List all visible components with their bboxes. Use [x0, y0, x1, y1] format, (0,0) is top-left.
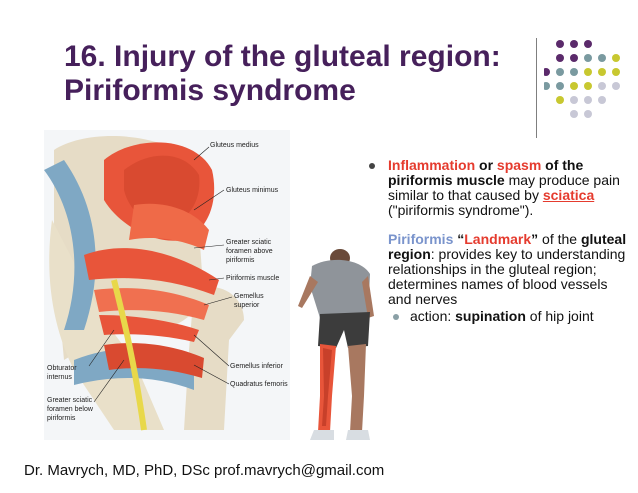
- label-piriformis-muscle: Piriformis muscle: [226, 275, 279, 282]
- sub-bullet-rest: of hip joint: [525, 308, 594, 324]
- label-obturator-1: Obturator: [47, 365, 77, 372]
- sub-bullet-action: action: supination of hip joint: [388, 309, 630, 324]
- content-bullets: Inflammation or spasm of the piriformis …: [368, 158, 630, 324]
- bullet-dot-icon: [369, 163, 375, 169]
- term-piriformis-muscle: the piriformis muscle: [388, 157, 584, 188]
- label-greater-sciatic-below-3: piriformis: [47, 415, 76, 422]
- title-divider: [536, 38, 537, 138]
- word-or: or: [475, 157, 497, 173]
- term-spasm: spasm: [496, 157, 542, 173]
- label-gemellus-superior-1: Gemellus: [234, 293, 264, 300]
- dot-grid-icon: [544, 40, 620, 118]
- label-gluteus-minimus: Gluteus minimus: [226, 187, 279, 194]
- words-of-the: of the: [538, 231, 581, 247]
- label-gluteus-medius: Gluteus medius: [210, 142, 259, 149]
- footer-credit: Dr. Mavrych, MD, PhD, DSc prof.mavrych@g…: [24, 462, 385, 479]
- label-gemellus-superior-2: superior: [234, 302, 260, 309]
- gluteal-anatomy-illustration: Gluteus medius Gluteus minimus Greater s…: [44, 130, 290, 440]
- word-action: action:: [410, 308, 456, 324]
- label-greater-sciatic-above-2: foramen above: [226, 248, 273, 255]
- label-greater-sciatic-below-1: Greater sciatic: [47, 397, 93, 404]
- bullet1-text-b: ("piriformis syndrome").: [388, 202, 534, 218]
- label-greater-sciatic-below-2: foramen below: [47, 406, 94, 413]
- quote-open: “: [453, 231, 465, 247]
- slide-title: 16. Injury of the gluteal region: Pirifo…: [64, 40, 534, 108]
- label-quadratus-femoris: Quadratus femoris: [230, 381, 288, 388]
- term-gluteal-region: gluteal region: [388, 231, 627, 262]
- term-inflammation: Inflammation: [388, 157, 476, 173]
- label-greater-sciatic-above-1: Greater sciatic: [226, 239, 272, 246]
- paragraph-landmark: Piriformis “Landmark” of the gluteal reg…: [368, 232, 630, 307]
- title-line-1: 16. Injury of the gluteal region:: [64, 40, 501, 73]
- para2-text: : provides key to understanding relation…: [388, 246, 626, 307]
- label-greater-sciatic-above-3: piriformis: [226, 257, 255, 264]
- sub-bullet-dot-icon: [393, 314, 399, 320]
- term-supination: supination: [455, 308, 526, 324]
- decorative-dot-grid: [544, 40, 620, 118]
- term-piriformis: Piriformis: [388, 231, 454, 247]
- bullet1-text-a: may produce pain similar to that caused …: [388, 172, 620, 203]
- label-gemellus-inferior: Gemellus inferior: [230, 363, 284, 370]
- label-obturator-2: internus: [47, 374, 72, 381]
- quote-close: ”: [531, 231, 539, 247]
- term-landmark: Landmark: [464, 231, 532, 247]
- term-sciatica: sciatica: [542, 187, 595, 203]
- bullet-inflammation: Inflammation or spasm of the piriformis …: [368, 158, 630, 218]
- runner-with-leg-pain-photo: [298, 249, 374, 440]
- title-line-2: Piriformis syndrome: [64, 74, 356, 107]
- word-of: of: [541, 157, 559, 173]
